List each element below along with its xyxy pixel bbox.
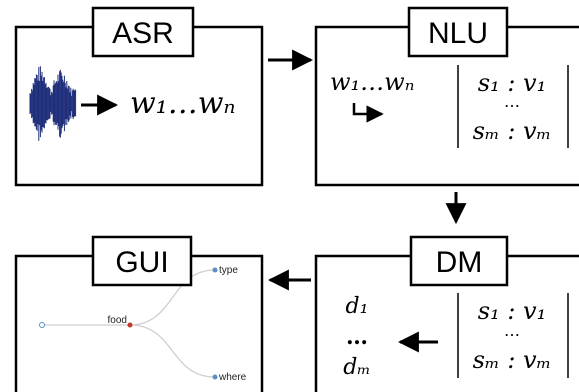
asr-title: ASR <box>112 17 174 50</box>
gui-title-box <box>91 235 193 287</box>
dm-panel: DM d₁ … dₘ s₁ : v₁ … sₘ : vₘ <box>314 235 579 392</box>
waveform-icon <box>29 66 77 141</box>
dm-d-last: dₘ <box>343 355 371 380</box>
gui-panel: food type where GUI <box>14 235 264 392</box>
dm-title: DM <box>436 246 483 279</box>
dm-slot-last: sₘ : vₘ <box>473 346 552 374</box>
dm-title-box <box>409 235 509 287</box>
asr-title-box <box>91 6 195 58</box>
asr-word-sequence: w₁…wₙ <box>130 86 236 121</box>
nlu-slot-dots: … <box>504 92 520 111</box>
nlu-title-box <box>407 6 509 58</box>
tree-label-type: type <box>219 265 238 276</box>
nlu-panel: NLU w₁…wₙ s₁ : v₁ … sₘ : vₘ <box>314 6 579 187</box>
nlu-slot-last: sₘ : vₘ <box>473 117 552 145</box>
dm-slot-first: s₁ : v₁ <box>478 297 546 325</box>
dm-d-dots: … <box>346 324 368 350</box>
nlu-inner-arrow <box>352 103 384 123</box>
tree-label-where: where <box>218 372 247 383</box>
nlu-slot-first: s₁ : v₁ <box>478 69 546 97</box>
dm-slot-dots: … <box>504 321 520 340</box>
tree-edge-type <box>129 269 216 326</box>
tree-label-food: food <box>108 315 127 326</box>
asr-panel: ASR w₁…wₙ <box>14 6 264 187</box>
nlu-title: NLU <box>428 17 488 50</box>
tree-edge-where <box>129 324 216 378</box>
tree-node-food <box>127 322 133 328</box>
tree-node-root <box>39 322 45 328</box>
tree-node-where <box>212 374 218 380</box>
dm-d-first: d₁ <box>346 294 369 319</box>
gui-title: GUI <box>115 246 168 279</box>
tree-node-type <box>212 267 218 273</box>
nlu-word-sequence: w₁…wₙ <box>330 68 414 96</box>
